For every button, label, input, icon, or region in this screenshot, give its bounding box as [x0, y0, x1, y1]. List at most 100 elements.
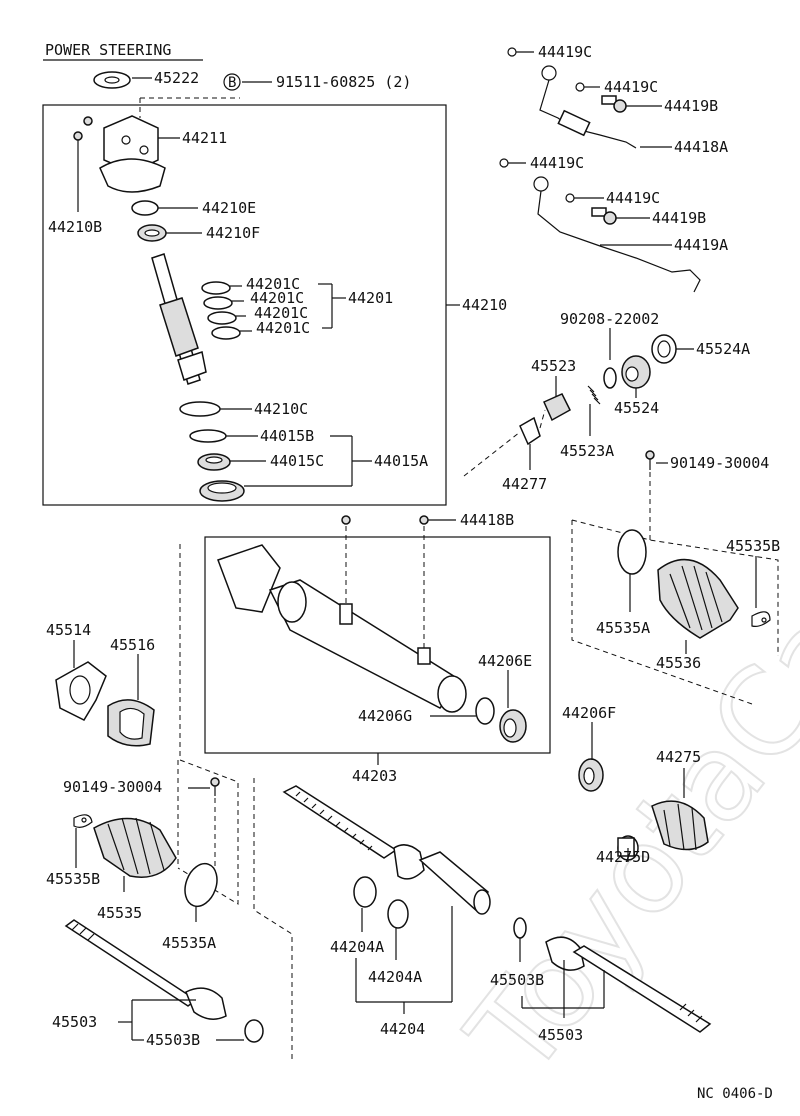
part-45523A-spring — [587, 385, 601, 405]
bolt-marker-icon: B — [223, 73, 241, 91]
label-90208: 90208-22002 — [560, 310, 659, 328]
marker-44419C-2 — [575, 82, 585, 92]
label-45523A: 45523A — [560, 442, 614, 460]
part-44206F-bushing — [578, 758, 604, 792]
drawing-code: NC 0406-D — [697, 1086, 773, 1102]
label-90149-1: 90149-30004 — [670, 454, 769, 472]
label-44204A-2: 44204A — [368, 968, 422, 986]
label-44206F: 44206F — [562, 704, 616, 722]
label-44201C-3: 44201C — [254, 304, 308, 322]
label-44206G: 44206G — [358, 707, 412, 725]
label-44210: 44210 — [462, 296, 507, 314]
part-44201C-rings — [201, 281, 241, 340]
part-45516-grommet — [107, 699, 155, 747]
label-45523: 45523 — [531, 357, 576, 375]
part-45535A-clamp-2 — [184, 862, 218, 908]
label-44203: 44203 — [352, 767, 397, 785]
label-44419C-3: 44419C — [530, 154, 584, 172]
part-44418B-plugs — [341, 515, 429, 525]
label-45222: 45222 — [154, 69, 199, 87]
marker-44419C-1 — [507, 47, 517, 57]
part-44210C-ring — [179, 401, 221, 417]
label-44204: 44204 — [380, 1020, 425, 1038]
part-45535A-clamp-1 — [617, 529, 647, 575]
label-44210F: 44210F — [206, 224, 260, 242]
part-44210B-plugs — [73, 116, 93, 141]
label-45536: 45536 — [656, 654, 701, 672]
label-44210E: 44210E — [202, 199, 256, 217]
label-45514: 45514 — [46, 621, 91, 639]
diagram-title: POWER STEERING — [45, 41, 171, 59]
part-44015B-ring — [189, 429, 227, 443]
label-44015B: 44015B — [260, 427, 314, 445]
part-44015A-seal — [199, 480, 245, 502]
part-90208-washer — [603, 367, 617, 389]
svg-text:B: B — [228, 75, 236, 91]
tube-assembly-44419A — [533, 176, 701, 293]
part-45535B-clip-1 — [751, 611, 771, 627]
label-44211: 44211 — [182, 129, 227, 147]
label-45535A-1: 45535A — [596, 619, 650, 637]
part-44210E-seal — [131, 200, 159, 216]
marker-44419C-4 — [565, 193, 575, 203]
label-44201C-1: 44201C — [246, 275, 300, 293]
label-44419C-4: 44419C — [606, 189, 660, 207]
part-90149-screw-2 — [210, 777, 220, 796]
label-44419C-2: 44419C — [604, 78, 658, 96]
part-44015C-bushing — [197, 453, 231, 471]
part-44203-rack-housing — [217, 544, 467, 713]
part-44204A-ring-1 — [353, 876, 377, 908]
label-45503-2: 45503 — [538, 1026, 583, 1044]
part-45524A-seal — [651, 334, 677, 364]
part-44419B-union-bolt-1 — [601, 95, 627, 113]
part-45503-tie-rod-right — [545, 936, 712, 1033]
label-45535A-2: 45535A — [162, 934, 216, 952]
label-91511: 91511-60825 (2) — [276, 73, 411, 91]
label-44419C-1: 44419C — [538, 43, 592, 61]
part-44419B-union-bolt-2 — [591, 207, 617, 225]
part-44277-spring-cap — [519, 416, 541, 446]
part-44275-cover — [651, 800, 709, 851]
part-44211-valve-housing — [99, 115, 166, 193]
label-45535B-2: 45535B — [46, 870, 100, 888]
label-44419A: 44419A — [674, 236, 728, 254]
part-45222 — [93, 71, 131, 89]
label-45524: 45524 — [614, 399, 659, 417]
label-45535B-1: 45535B — [726, 537, 780, 555]
label-44275D: 44275D — [596, 848, 650, 866]
label-44418A: 44418A — [674, 138, 728, 156]
part-45514-bracket — [55, 661, 107, 721]
label-44418B: 44418B — [460, 511, 514, 529]
label-44210C: 44210C — [254, 400, 308, 418]
part-44201-valve-shaft — [151, 253, 207, 385]
label-44204A-1: 44204A — [330, 938, 384, 956]
label-44201: 44201 — [348, 289, 393, 307]
label-44201C-4: 44201C — [256, 319, 310, 337]
label-90149-2: 90149-30004 — [63, 778, 162, 796]
part-45523-rack-guide — [543, 393, 571, 422]
part-45503B-washer-2 — [513, 917, 527, 939]
label-44015C: 44015C — [270, 452, 324, 470]
label-44210B: 44210B — [48, 218, 102, 236]
part-45535-boot — [93, 817, 177, 878]
label-44206E: 44206E — [478, 652, 532, 670]
part-90149-screw-1 — [645, 450, 655, 470]
tube-assembly-44418A — [539, 65, 637, 149]
marker-44419C-3 — [499, 158, 509, 168]
part-45503B-washer-1 — [244, 1019, 264, 1043]
part-44204A-ring-2 — [387, 899, 409, 929]
label-45535: 45535 — [97, 904, 142, 922]
label-44275: 44275 — [656, 748, 701, 766]
label-45516: 45516 — [110, 636, 155, 654]
part-44206G-ring — [475, 697, 495, 725]
label-45503B-2: 45503B — [490, 971, 544, 989]
part-44210F-bearing — [137, 224, 167, 242]
part-44206E-bushing — [499, 709, 527, 743]
label-45503B-1: 45503B — [146, 1031, 200, 1049]
label-44015A: 44015A — [374, 452, 428, 470]
label-45524A: 45524A — [696, 340, 750, 358]
label-44277: 44277 — [502, 475, 547, 493]
part-45536-boot — [657, 558, 739, 639]
part-44204-rack — [282, 785, 491, 915]
